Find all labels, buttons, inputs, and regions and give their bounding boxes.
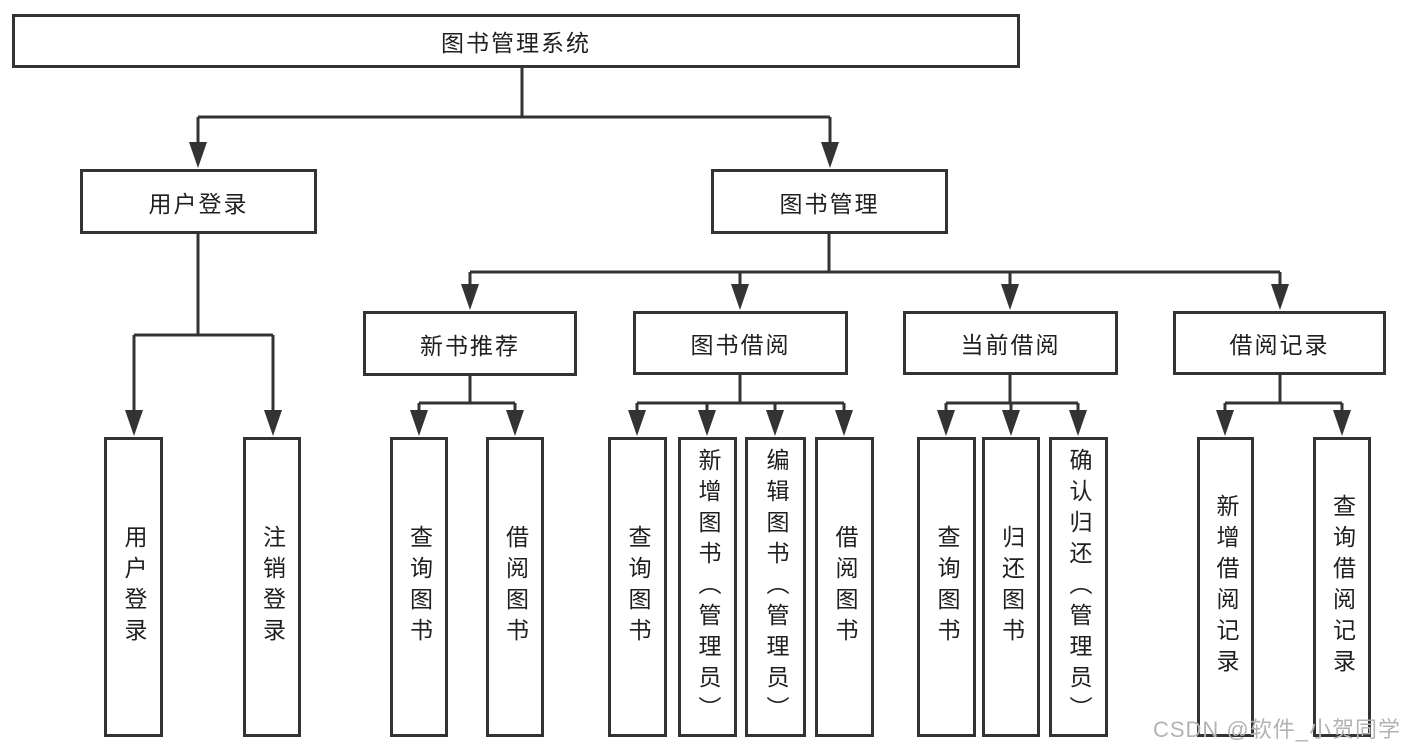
group-book-borrow: 图书借阅: [633, 311, 848, 375]
leaf-add-borrow-record: 新增借阅记录: [1197, 437, 1254, 737]
leaf-query-books: 查询图书: [390, 437, 448, 737]
leaf-confirm-return-admin: 确认归还（管理员）: [1049, 437, 1108, 737]
node-root: 图书管理系统: [12, 14, 1020, 68]
leaf-user-login: 用户登录: [104, 437, 163, 737]
leaf-edit-book-admin: 编辑图书（管理员）: [745, 437, 806, 737]
watermark: CSDN @软件_小贺同学: [1152, 717, 1401, 742]
leaf-borrow-books: 借阅图书: [815, 437, 874, 737]
leaf-return-books: 归还图书: [982, 437, 1040, 737]
leaf-add-book-admin: 新增图书（管理员）: [678, 437, 737, 737]
leaf-query-books: 查询图书: [608, 437, 667, 737]
group-borrow-records: 借阅记录: [1173, 311, 1386, 375]
group-new-book-recommend: 新书推荐: [363, 311, 577, 376]
branch-user-login: 用户登录: [80, 169, 317, 234]
branch-book-management: 图书管理: [711, 169, 948, 234]
leaf-borrow-books: 借阅图书: [486, 437, 544, 737]
group-current-borrow: 当前借阅: [903, 311, 1118, 375]
leaf-query-books: 查询图书: [917, 437, 976, 737]
leaf-query-borrow-record: 查询借阅记录: [1313, 437, 1371, 737]
leaf-logout: 注销登录: [243, 437, 301, 737]
